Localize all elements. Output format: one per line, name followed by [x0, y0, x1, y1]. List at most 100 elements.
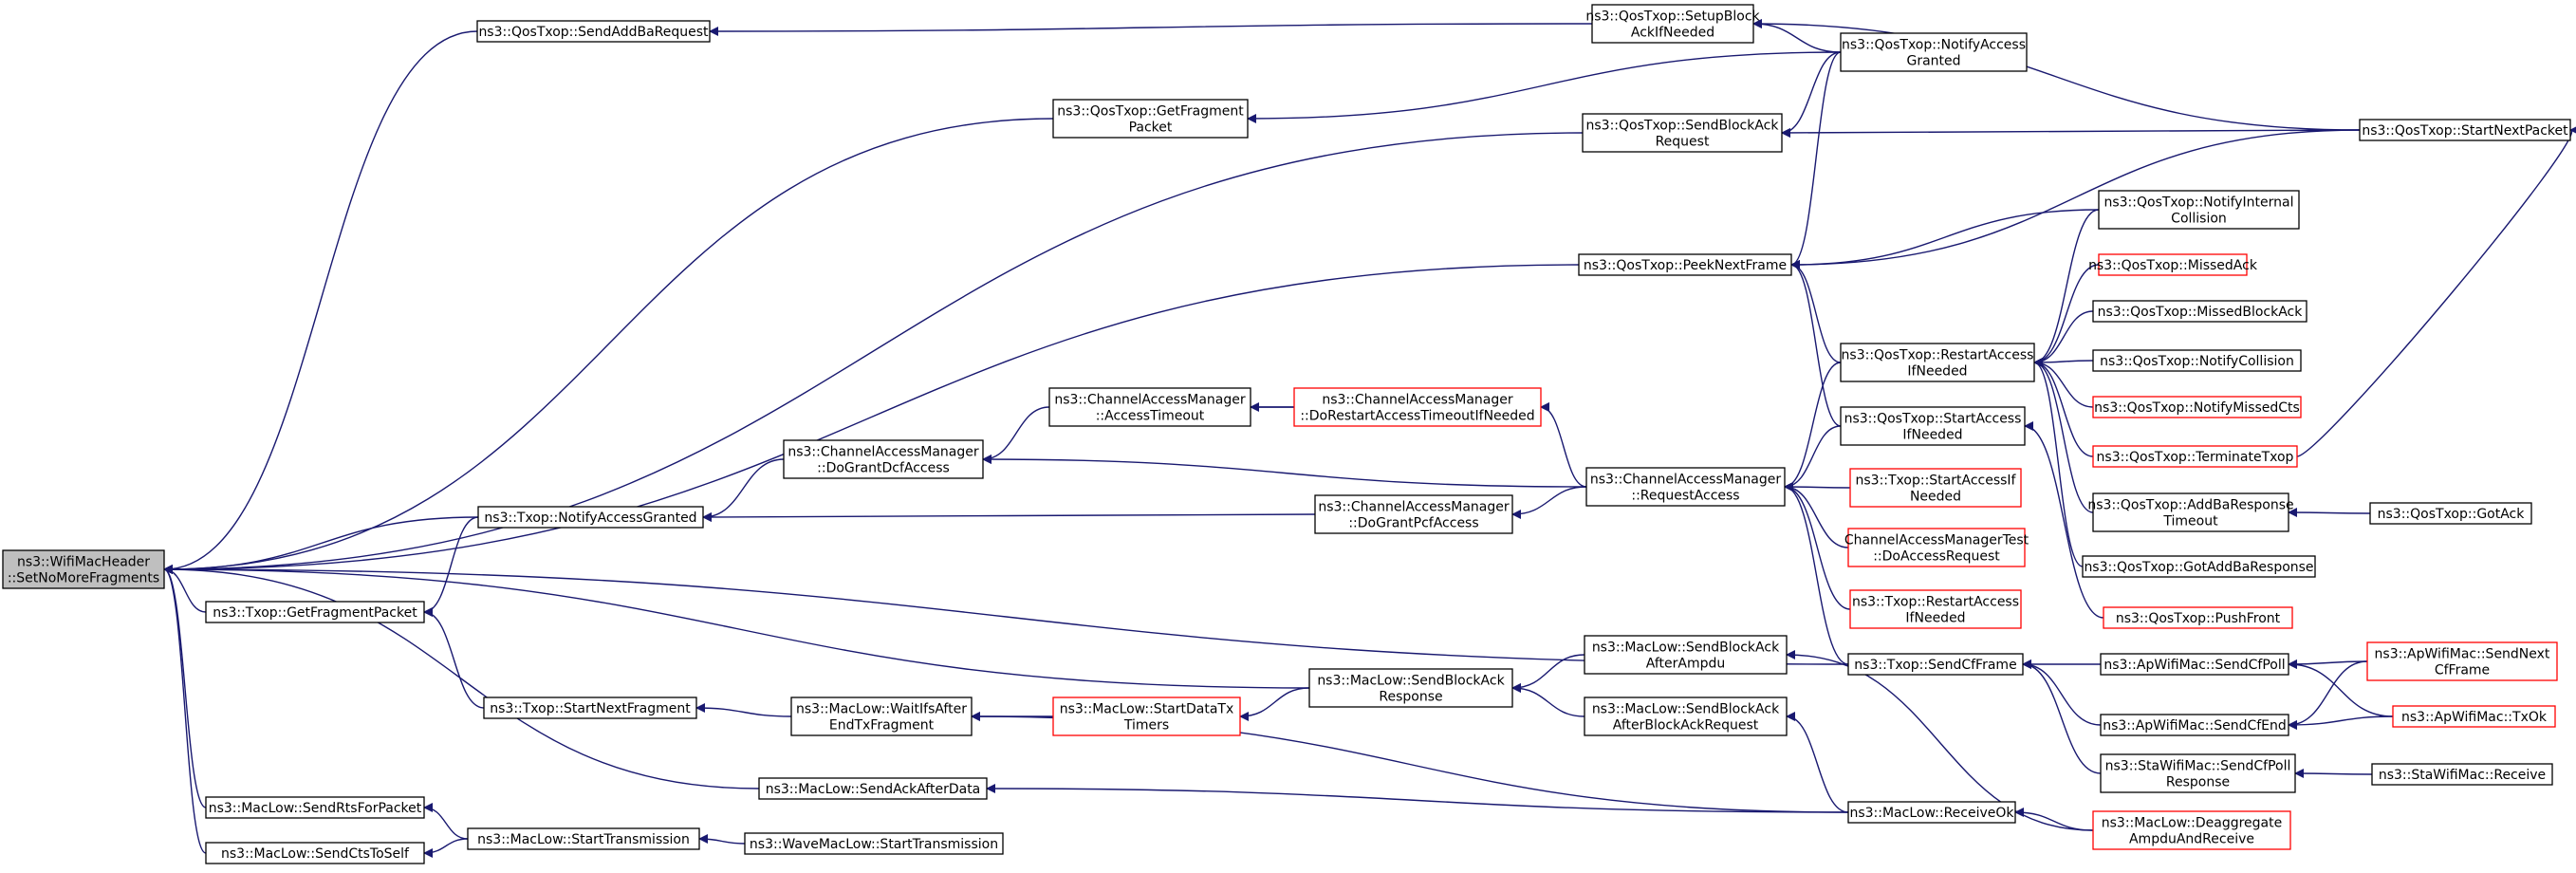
- node-label: ns3::MacLow::SendAckAfterData: [766, 782, 981, 797]
- node-do-grant-dcf[interactable]: ns3::ChannelAccessManager::DoGrantDcfAcc…: [783, 439, 984, 479]
- node-label: IfNeeded: [1902, 428, 1962, 443]
- call-edge: [163, 516, 479, 574]
- node-missed-block-ack[interactable]: ns3::QosTxop::MissedBlockAck: [2092, 300, 2307, 323]
- node-box: [205, 796, 425, 819]
- node-peek-next-frame[interactable]: ns3::QosTxop::PeekNextFrame: [1578, 253, 1792, 276]
- node-send-add-ba[interactable]: ns3::QosTxop::SendAddBaRequest: [476, 20, 711, 43]
- node-notify-access-granted-q[interactable]: ns3::QosTxop::NotifyAccessGranted: [1840, 32, 2028, 72]
- node-box: [2098, 190, 2300, 230]
- edge-arrow: [2024, 421, 2104, 619]
- edge-arrow: [2288, 659, 2394, 717]
- node-send-block-ack-after-b-a-r[interactable]: ns3::MacLow::SendBlockAckAfterBlockAckRe…: [1584, 697, 1788, 736]
- edge-arrow: [163, 565, 1849, 665]
- node-label: Response: [2166, 775, 2230, 790]
- node-box: [1849, 468, 2022, 508]
- node-box: [483, 697, 697, 719]
- call-edge: [1781, 127, 2361, 138]
- node-box: [2092, 810, 2291, 850]
- node-label: ns3::Txop::SendCfFrame: [1854, 658, 2016, 673]
- node-notify-missed-cts[interactable]: ns3::QosTxop::NotifyMissedCts: [2092, 396, 2302, 418]
- node-ap-send-cf-end[interactable]: ns3::ApWifiMac::SendCfEnd: [2100, 714, 2289, 736]
- call-edge: [2022, 659, 2102, 774]
- edge-arrow: [1790, 51, 1842, 269]
- node-label: ns3::QosTxop::RestartAccess: [1842, 348, 2034, 363]
- node-txop-notify-access[interactable]: ns3::Txop::NotifyAccessGranted: [477, 506, 704, 529]
- node-box: [2082, 555, 2316, 578]
- node-txop-get-fragment[interactable]: ns3::Txop::GetFragmentPacket: [205, 601, 425, 623]
- call-edge: [2033, 358, 2084, 567]
- node-label: ns3::QosTxop::StartAccess: [1844, 412, 2022, 427]
- call-edge: [1752, 19, 2361, 131]
- node-push-front[interactable]: ns3::QosTxop::PushFront: [2103, 606, 2293, 629]
- node-receive-ok[interactable]: ns3::MacLow::ReceiveOk: [1847, 801, 2016, 824]
- node-send-cf-frame[interactable]: ns3::Txop::SendCfFrame: [1847, 653, 2024, 676]
- node-send-rts[interactable]: ns3::MacLow::SendRtsForPacket: [205, 796, 425, 819]
- call-edge: [1784, 482, 1849, 665]
- node-ap-send-cf-poll[interactable]: ns3::ApWifiMac::SendCfPoll: [2100, 653, 2289, 676]
- node-label: ::SetNoMoreFragments: [8, 571, 159, 586]
- call-edge: [163, 132, 1584, 574]
- node-access-timeout[interactable]: ns3::ChannelAccessManager::AccessTimeout: [1048, 387, 1251, 427]
- edge-arrow: [1784, 482, 1849, 548]
- node-box: [205, 601, 425, 623]
- node-ap-tx-ok[interactable]: ns3::ApWifiMac::TxOk: [2392, 705, 2556, 728]
- node-mac-start-tx[interactable]: ns3::MacLow::StartTransmission: [467, 827, 700, 850]
- call-edge: [2288, 659, 2394, 717]
- call-edge: [982, 406, 1050, 464]
- call-edge: [702, 458, 785, 522]
- call-edge: [1784, 362, 1842, 492]
- node-label: ns3::QosTxop::MissedBlockAck: [2098, 305, 2304, 320]
- node-label: ns3::ChannelAccessManager: [1318, 500, 1510, 515]
- node-box: [1840, 406, 2026, 446]
- node-missed-ack[interactable]: ns3::QosTxop::MissedAck: [2088, 253, 2258, 276]
- node-label: ns3::ChannelAccessManager: [788, 445, 979, 460]
- node-get-fragment-packet-q[interactable]: ns3::QosTxop::GetFragmentPacket: [1052, 99, 1249, 139]
- node-box: [2371, 763, 2553, 786]
- node-cam-test[interactable]: ChannelAccessManagerTest::DoAccessReques…: [1844, 528, 2029, 567]
- node-notify-collision[interactable]: ns3::QosTxop::NotifyCollision: [2092, 349, 2302, 372]
- node-send-cts-to-self[interactable]: ns3::MacLow::SendCtsToSelf: [205, 842, 425, 864]
- edge-arrow: [2288, 660, 2368, 730]
- call-edge: [695, 703, 792, 717]
- edge-arrow: [2033, 358, 2094, 513]
- node-do-grant-pcf[interactable]: ns3::ChannelAccessManager::DoGrantPcfAcc…: [1314, 494, 1513, 534]
- node-label: IfNeeded: [1905, 611, 1965, 626]
- node-sta-receive[interactable]: ns3::StaWifiMac::Receive: [2371, 763, 2553, 786]
- node-wave-start-tx[interactable]: ns3::WaveMacLow::StartTransmission: [744, 832, 1004, 855]
- node-txop-start-next-fragment[interactable]: ns3::Txop::StartNextFragment: [483, 697, 697, 719]
- node-request-access[interactable]: ns3::ChannelAccessManager::RequestAccess: [1585, 467, 1786, 507]
- edge-arrow: [1784, 482, 1851, 610]
- node-box: [2092, 492, 2289, 532]
- node-start-next-packet[interactable]: ns3::QosTxop::StartNextPacket: [2359, 119, 2571, 141]
- call-edge: [423, 838, 469, 858]
- node-label: Timeout: [2162, 514, 2218, 529]
- node-do-restart-access[interactable]: ns3::ChannelAccessManager::DoRestartAcce…: [1293, 387, 1542, 427]
- node-got-ack[interactable]: ns3::QosTxop::GotAck: [2369, 502, 2532, 525]
- node-label: Granted: [1906, 54, 1960, 69]
- node-box: [783, 439, 984, 479]
- call-edge: [2288, 659, 2368, 669]
- edge-arrow: [1781, 127, 2361, 138]
- node-send-ack-after-data[interactable]: ns3::MacLow::SendAckAfterData: [758, 777, 988, 800]
- node-terminate-txop[interactable]: ns3::QosTxop::TerminateTxop: [2092, 445, 2298, 468]
- node-label: ns3::QosTxop::PushFront: [2116, 611, 2281, 626]
- node-got-add-ba-resp[interactable]: ns3::QosTxop::GotAddBaResponse: [2082, 555, 2316, 578]
- node-root[interactable]: ns3::WifiMacHeader::SetNoMoreFragments: [2, 549, 165, 589]
- call-edge: [1247, 51, 1842, 123]
